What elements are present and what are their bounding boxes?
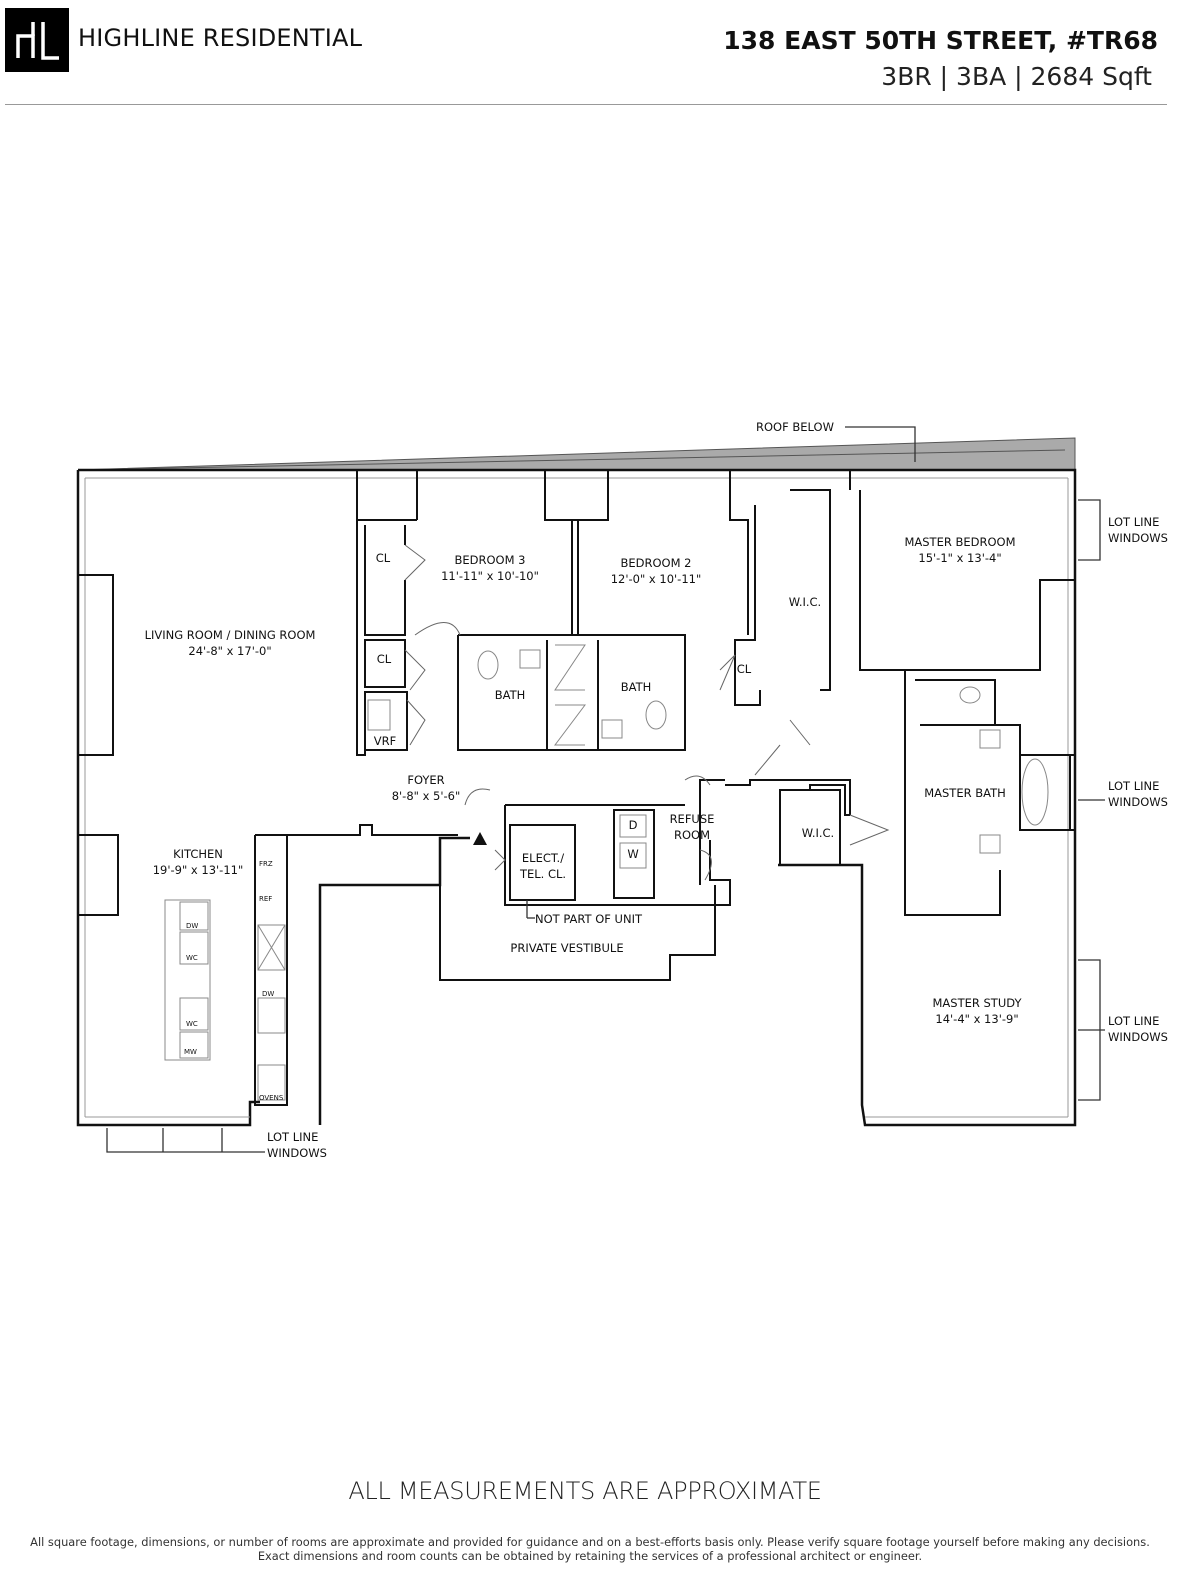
annotation-labels: NOT PART OF UNIT LOT LINE WINDOWS LOT LI…: [267, 515, 1168, 1160]
lot-line-label: WINDOWS: [1108, 795, 1168, 809]
lot-line-label: WINDOWS: [267, 1146, 327, 1160]
lot-line-label: WINDOWS: [1108, 531, 1168, 545]
bedroom3-dims: 11'-11" x 10'-10": [441, 569, 539, 583]
bedroom2-dims: 12'-0" x 10'-11": [611, 572, 702, 586]
foyer-dims: 8'-8" x 5'-6": [392, 789, 461, 803]
appliance-labels: FRZ REF DW OVENS DW WC WC MW: [184, 860, 284, 1102]
interior-walls: [77, 470, 1075, 1106]
header: HIGHLINE RESIDENTIAL 138 EAST 50TH STREE…: [0, 0, 1200, 108]
kitchen-dims: 19'-9" x 13'-11": [153, 863, 244, 877]
closet-label: CL: [376, 551, 391, 565]
washer-label: W: [627, 847, 638, 861]
microwave-label: MW: [184, 1048, 197, 1056]
roof-below-label: ROOF BELOW: [756, 420, 834, 434]
living-room-dims: 24'-8" x 17'-0": [188, 644, 271, 658]
header-divider: [5, 104, 1167, 105]
closet-label: CL: [377, 652, 392, 666]
lot-line-label: LOT LINE: [1108, 515, 1159, 529]
brand-name: HIGHLINE RESIDENTIAL: [78, 24, 363, 52]
closet-label: CL: [737, 662, 752, 676]
lot-line-arrows: [106, 426, 1105, 1153]
dishwasher-label: DW: [186, 922, 198, 930]
wine-cooler-label: WC: [186, 954, 198, 962]
private-vestibule-label: PRIVATE VESTIBULE: [510, 941, 623, 955]
master-bedroom-dims: 15'-1" x 13'-4": [918, 551, 1001, 565]
refuse-label: ROOM: [674, 828, 710, 842]
bath-label: BATH: [495, 688, 526, 702]
floor-plan: ROOF BELOW LIVING ROOM / DINING ROOM 24'…: [0, 400, 1200, 1184]
entry-marker: [473, 832, 487, 845]
fixtures: [164, 644, 1049, 1101]
master-bedroom-name: MASTER BEDROOM: [904, 535, 1015, 549]
measurements-notice: ALL MEASUREMENTS ARE APPROXIMATE: [348, 1477, 822, 1505]
bedroom2-name: BEDROOM 2: [621, 556, 692, 570]
roof-below-band: [77, 437, 1076, 471]
dryer-label: D: [629, 818, 638, 832]
bath-label: BATH: [621, 680, 652, 694]
master-study-name: MASTER STUDY: [932, 996, 1022, 1010]
bedroom3-name: BEDROOM 3: [455, 553, 526, 567]
elect-closet-label: TEL. CL.: [519, 867, 566, 881]
room-labels: ROOF BELOW LIVING ROOM / DINING ROOM 24'…: [145, 420, 1023, 1026]
wic-label: W.I.C.: [789, 595, 821, 609]
kitchen-name: KITCHEN: [173, 847, 223, 861]
elect-closet-label: ELECT./: [522, 851, 564, 865]
disclaimer-text: All square footage, dimensions, or numbe…: [30, 1535, 1150, 1563]
vrf-label: VRF: [374, 734, 396, 748]
lot-line-label: WINDOWS: [1108, 1030, 1168, 1044]
refuse-label: REFUSE: [670, 812, 715, 826]
hl-logo-icon: [16, 22, 59, 60]
lot-line-label: LOT LINE: [267, 1130, 318, 1144]
ovens-label: OVENS: [259, 1094, 284, 1102]
wic-label: W.I.C.: [802, 826, 834, 840]
lot-line-label: LOT LINE: [1108, 1014, 1159, 1028]
master-bath-label: MASTER BATH: [924, 786, 1006, 800]
wine-cooler-label: WC: [186, 1020, 198, 1028]
lot-line-label: LOT LINE: [1108, 779, 1159, 793]
freezer-label: FRZ: [259, 860, 273, 868]
fridge-label: REF: [259, 895, 272, 903]
not-part-of-unit-label: NOT PART OF UNIT: [535, 912, 643, 926]
foyer-name: FOYER: [407, 773, 444, 787]
dishwasher-label: DW: [262, 990, 274, 998]
master-study-dims: 14'-4" x 13'-9": [935, 1012, 1018, 1026]
listing-specs: 3BR | 3BA | 2684 Sqft: [881, 62, 1152, 91]
listing-address: 138 EAST 50TH STREET, #TR68: [723, 26, 1158, 55]
logo: [5, 8, 69, 72]
door-swings: [404, 544, 890, 881]
living-room-name: LIVING ROOM / DINING ROOM: [145, 628, 316, 642]
